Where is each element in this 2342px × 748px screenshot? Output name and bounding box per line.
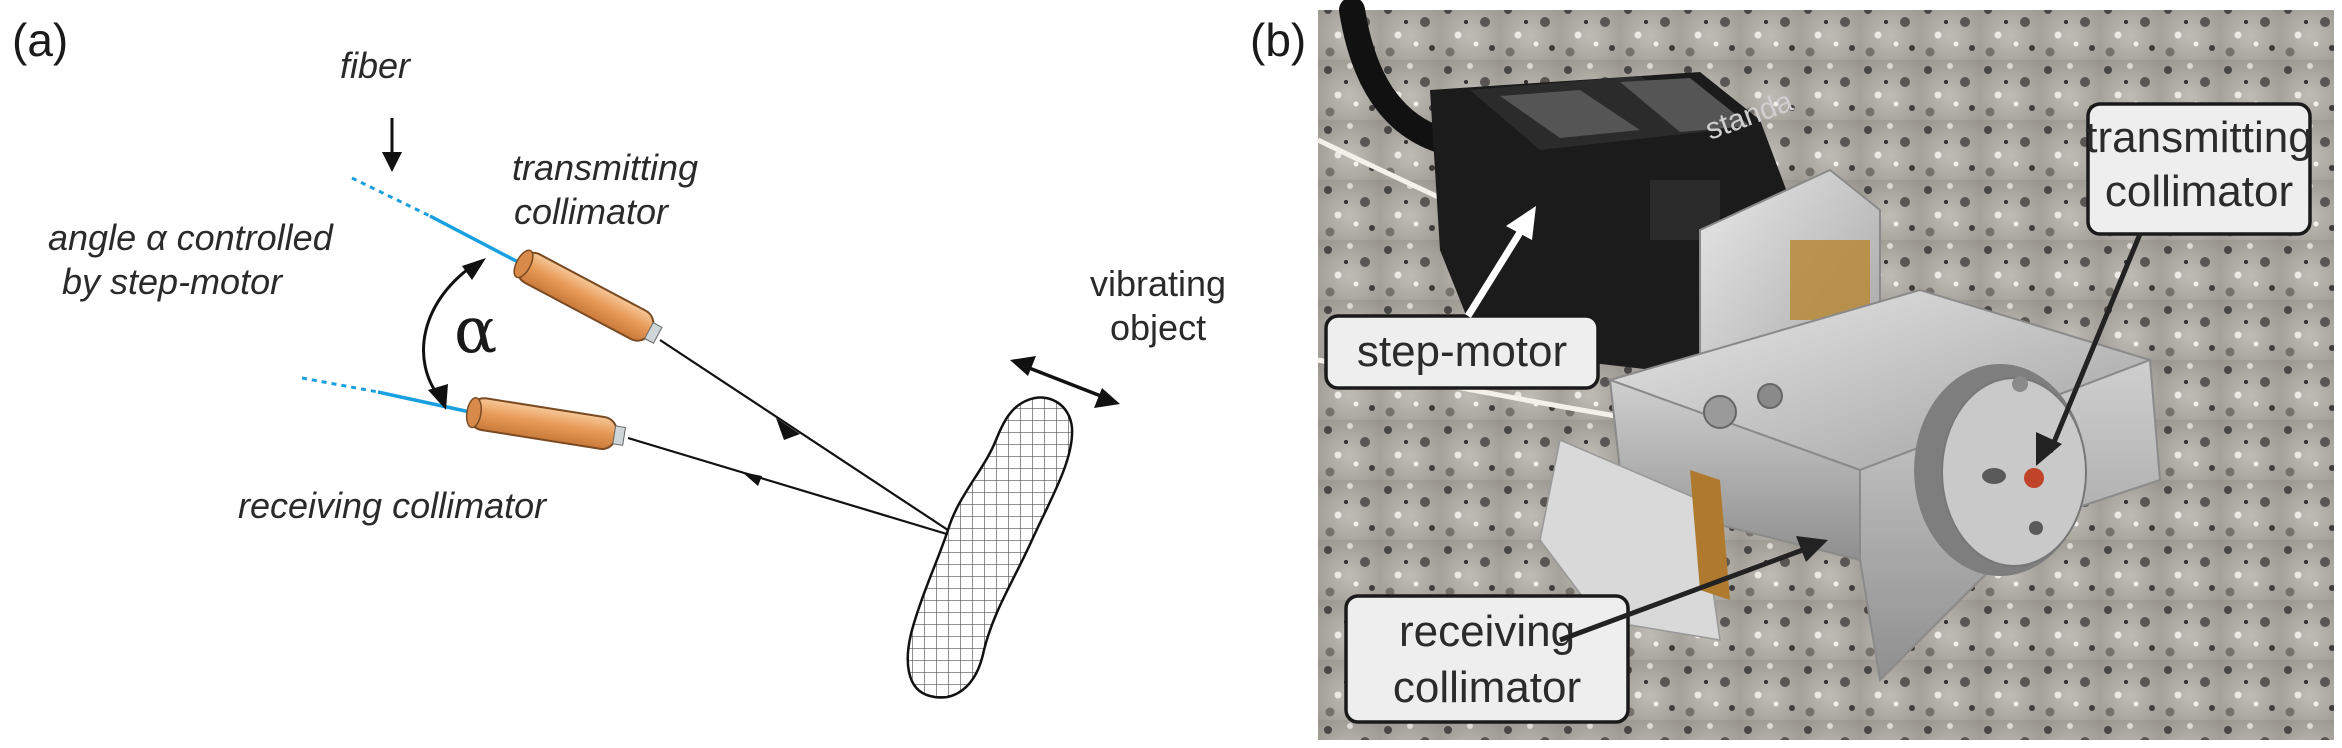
- fiber-label: fiber: [340, 45, 412, 86]
- black-cable: [1339, 0, 1453, 153]
- vibration-double-arrow: [1010, 356, 1120, 408]
- receiving-collimator: [465, 397, 627, 450]
- collimator-disk: [1914, 364, 2087, 576]
- transmitting-label-line1: transmitting: [512, 147, 698, 188]
- upper-fiber: [351, 176, 519, 264]
- transmitting-label-line2: collimator: [514, 191, 670, 232]
- callout-receiving-line2: collimator: [1393, 663, 1581, 712]
- callout-transmitting-line1: transmitting: [2085, 113, 2312, 162]
- callout-transmitting-line2: collimator: [2105, 167, 2293, 216]
- panel-a: (a) fiber angle α controlled by step-mot…: [12, 14, 1226, 699]
- angle-label-line2: by step-motor: [62, 261, 284, 302]
- callout-receiving-line1: receiving: [1399, 607, 1575, 656]
- callout-step-motor-text: step-motor: [1357, 327, 1567, 376]
- transmitting-collimator: [513, 249, 663, 344]
- callout-receiving: receiving collimator: [1344, 536, 1828, 724]
- lower-fiber: [301, 376, 471, 414]
- alpha-symbol: α: [454, 294, 497, 368]
- return-beam: [627, 436, 961, 540]
- vibrating-label-line1: vibrating: [1090, 263, 1226, 304]
- panel-a-label: (a): [12, 14, 68, 66]
- fiber-pointer-arrow: [382, 118, 402, 172]
- panel-b-label: (b): [1250, 14, 1306, 66]
- angle-label-line1: angle α controlled: [48, 217, 334, 258]
- angle-arc: [422, 258, 486, 410]
- callout-step-motor: step-motor: [1324, 206, 1600, 390]
- transmit-beam: [659, 339, 961, 539]
- receiving-label: receiving collimator: [238, 485, 548, 526]
- vibrating-object: [906, 396, 1074, 699]
- callout-transmitting: transmitting collimator: [2036, 102, 2313, 466]
- vibrating-label-line2: object: [1110, 307, 1206, 348]
- aluminum-mount: [1539, 288, 2162, 683]
- panel-b: (b) standa: [1250, 0, 2334, 740]
